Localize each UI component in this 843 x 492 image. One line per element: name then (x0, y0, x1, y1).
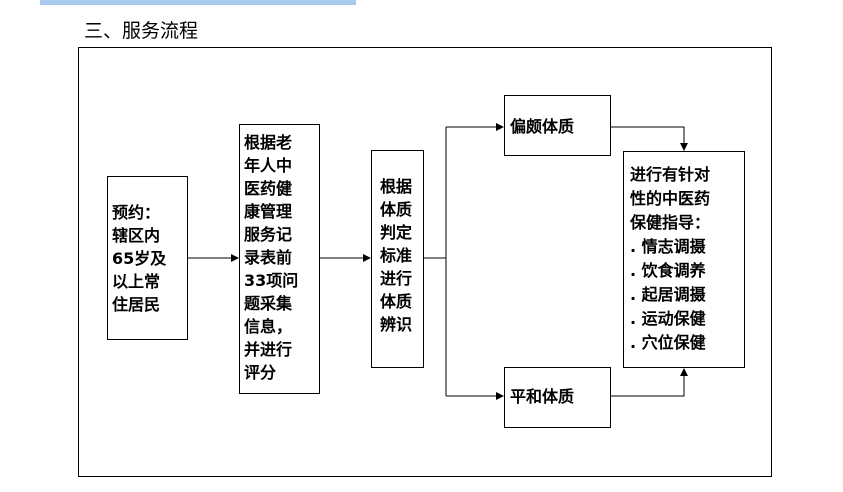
appointment-text-line: 住居民 (112, 295, 161, 314)
guidance-text-line: 进行有针对 (630, 165, 711, 184)
health-guidance-box: 进行有针对 性的中医药 保健指导： . 情志调摄 . 饮食调养 . 起居调摄 .… (623, 151, 745, 368)
guidance-text-line: . 穴位保健 (630, 333, 706, 352)
appointment-text-line: 65岁及 (112, 249, 167, 268)
flowchart-frame (78, 47, 772, 477)
guidance-text-line: . 运动保健 (630, 309, 706, 328)
collect-info-text-line: 康管理 (244, 202, 293, 221)
balanced-constitution-label: 平和体质 (510, 387, 575, 406)
constitution-identification-box: 根据 体质 判定 标准 进行 体质 辨识 (371, 150, 424, 368)
appointment-text-line: 辖区内 (112, 226, 161, 245)
appointment-text-line: 以上常 (112, 272, 161, 291)
arrow-biased-to-guidance (611, 126, 688, 151)
collect-info-text-line: 年人中 (244, 156, 293, 175)
guidance-text-line: . 起居调摄 (630, 285, 706, 304)
collect-info-text-line: 根据老 (244, 133, 293, 152)
identify-text-line: 进行 (380, 269, 413, 288)
collect-info-text-line: 录表前 (244, 248, 293, 267)
arrow-balanced-to-guidance (611, 368, 688, 397)
section-title: 三、服务流程 (84, 20, 199, 42)
highlight-strip (40, 0, 356, 5)
appointment-text-line: 预约： (112, 203, 161, 222)
collect-info-text-line: 题采集 (244, 294, 293, 313)
identify-text-line: 体质 (380, 292, 413, 311)
collect-info-text-line: 评分 (244, 363, 277, 382)
balanced-constitution-box: 平和体质 (504, 367, 611, 428)
biased-constitution-label: 偏颇体质 (510, 117, 575, 136)
biased-constitution-box: 偏颇体质 (504, 95, 611, 156)
identify-text-line: 判定 (380, 223, 413, 242)
collect-info-box: 根据老 年人中 医药健 康管理 服务记 录表前 33项问 题采集 信息， 并进行… (239, 124, 320, 394)
collect-info-text-line: 33项问 (244, 271, 299, 290)
appointment-box: 预约： 辖区内 65岁及 以上常 住居民 (107, 176, 188, 340)
identify-text-line: 辨识 (380, 315, 413, 334)
collect-info-text-line: 信息， (244, 317, 293, 336)
collect-info-text-line: 医药健 (244, 179, 293, 198)
identify-text-line: 体质 (380, 200, 413, 219)
collect-info-text-line: 并进行 (244, 340, 293, 359)
identify-text-line: 标准 (380, 246, 413, 265)
identify-text-line: 根据 (380, 177, 413, 196)
guidance-text-line: . 情志调摄 (630, 237, 706, 256)
guidance-text-line: 性的中医药 (630, 189, 711, 208)
guidance-text-line: 保健指导： (630, 213, 711, 232)
guidance-text-line: . 饮食调养 (630, 261, 706, 280)
collect-info-text-line: 服务记 (244, 225, 293, 244)
